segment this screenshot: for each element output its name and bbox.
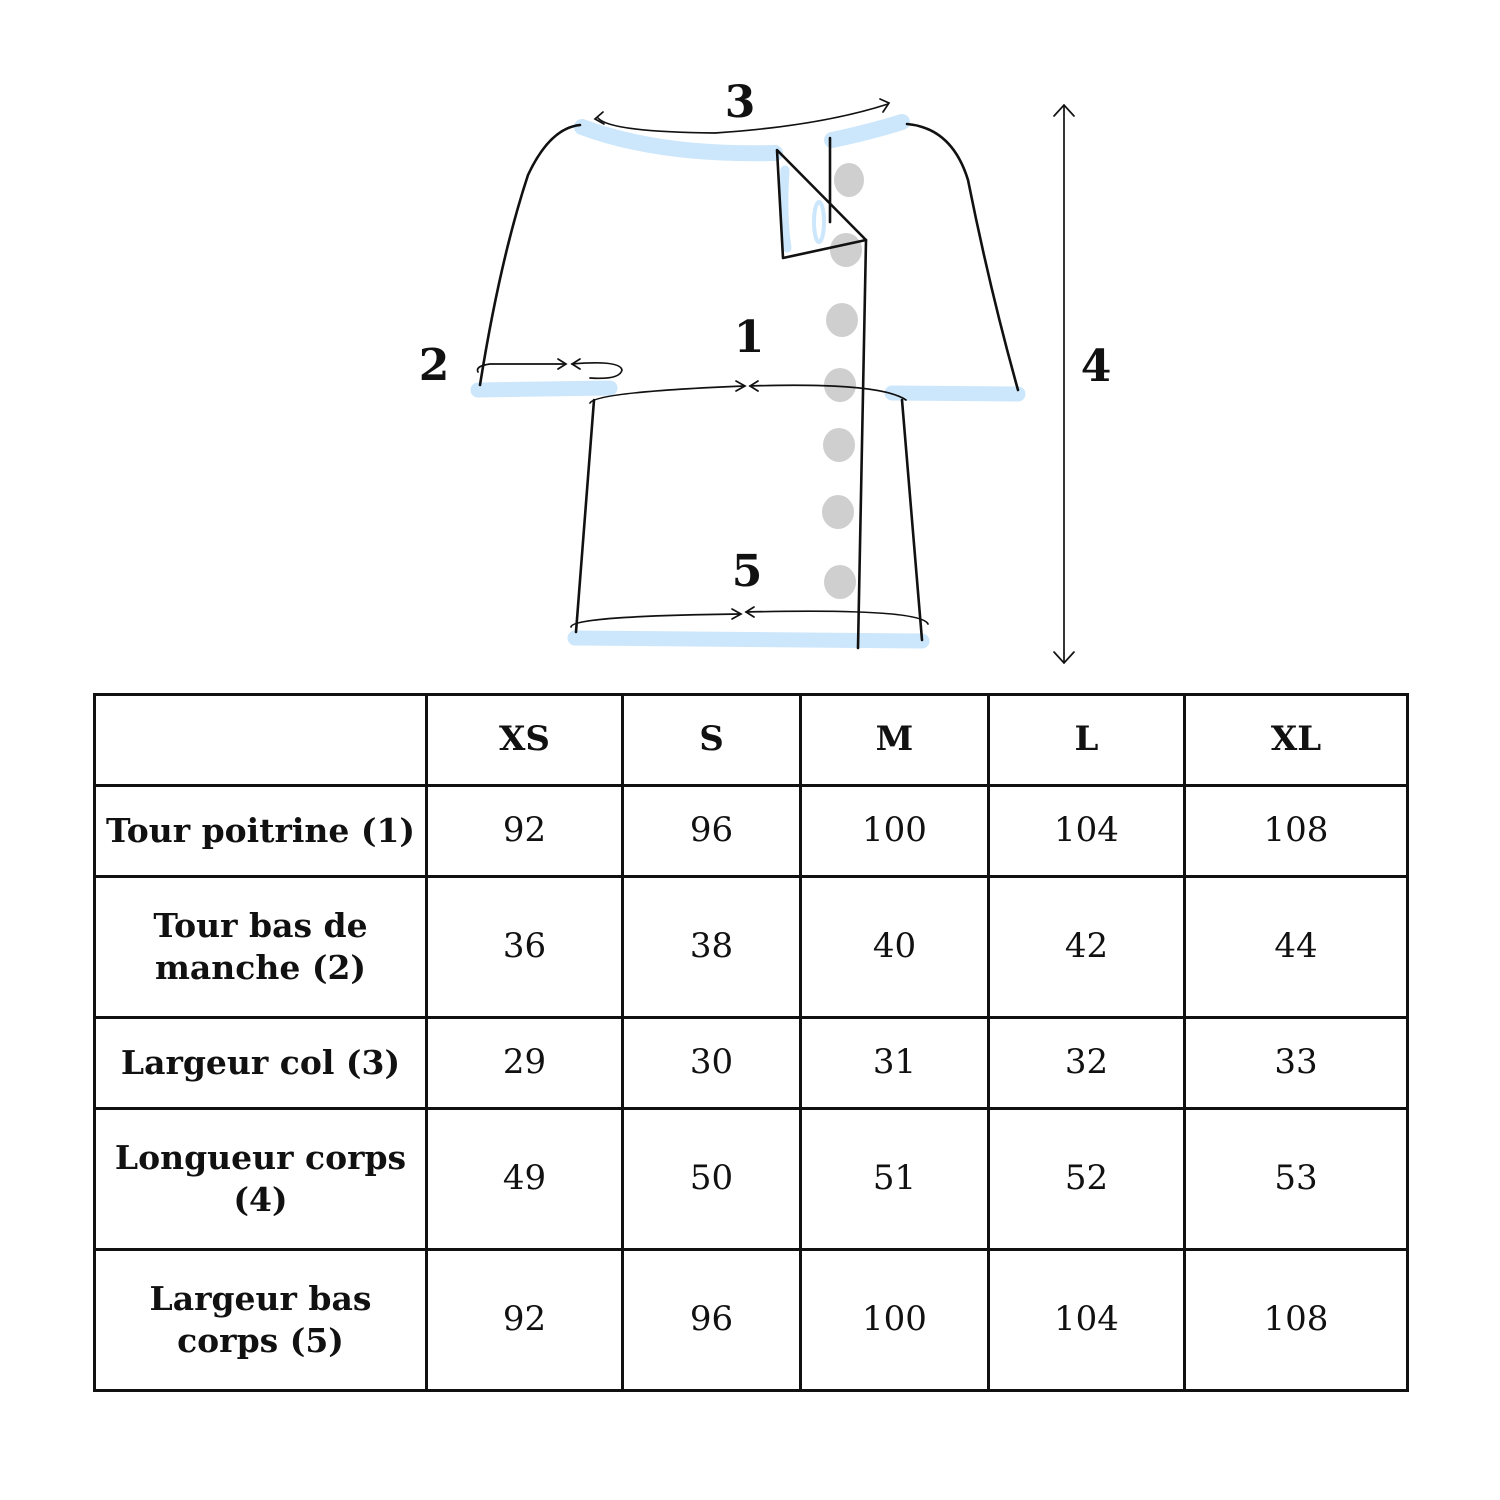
length-arrow-top-head bbox=[1053, 103, 1075, 117]
table-cell: 40 bbox=[799, 875, 990, 1019]
table-cell: 36 bbox=[425, 875, 624, 1019]
callout-chest: 1 bbox=[734, 312, 765, 363]
table-cell: 32 bbox=[987, 1016, 1186, 1110]
collar-flap bbox=[775, 148, 868, 260]
front-placket-edge bbox=[856, 238, 868, 650]
table-cell: 108 bbox=[1183, 1248, 1409, 1392]
callout-hem: 5 bbox=[732, 546, 763, 597]
hem-arrow-left-head bbox=[731, 608, 743, 620]
table-row: Tour poitrine (1) 92 96 100 104 108 bbox=[93, 784, 1409, 878]
table-cell: 44 bbox=[1183, 875, 1409, 1019]
button bbox=[824, 565, 856, 599]
table-cell: 38 bbox=[621, 875, 802, 1019]
button bbox=[823, 428, 855, 462]
table-cell: 96 bbox=[621, 784, 802, 878]
size-header-m: M bbox=[799, 693, 990, 787]
hem-arrow-right bbox=[745, 610, 929, 625]
table-cell: 104 bbox=[987, 1248, 1186, 1392]
table-cell: 92 bbox=[425, 1248, 624, 1392]
size-header-l: L bbox=[987, 693, 1186, 787]
table-row: Largeur col (3) 29 30 31 32 33 bbox=[93, 1016, 1409, 1110]
table-cell: 52 bbox=[987, 1107, 1186, 1251]
table-cell: 96 bbox=[621, 1248, 802, 1392]
callout-sleeve: 2 bbox=[419, 340, 450, 391]
right-side-seam bbox=[900, 398, 924, 642]
button bbox=[824, 368, 856, 402]
neck-arrow-right-head bbox=[879, 98, 891, 113]
sleeve-arrow-head-a bbox=[557, 358, 568, 370]
button bbox=[834, 163, 864, 197]
garment-sketch: 3 1 2 4 5 bbox=[419, 77, 1112, 665]
sleeve-arrow-head-b bbox=[570, 358, 581, 370]
row-label: Tour bas de manche (2) bbox=[93, 875, 428, 1019]
table-cell: 42 bbox=[987, 875, 1186, 1019]
row-label: Largeur col (3) bbox=[93, 1016, 428, 1110]
chest-arrow-right-head bbox=[748, 380, 759, 392]
table-cell: 92 bbox=[425, 784, 624, 878]
callout-length: 4 bbox=[1081, 341, 1112, 392]
hem-trim bbox=[567, 630, 930, 649]
sleeve-cuff-right bbox=[884, 385, 1026, 402]
row-label: Tour poitrine (1) bbox=[93, 784, 428, 878]
button bbox=[830, 233, 862, 267]
size-header-xs: XS bbox=[425, 693, 624, 787]
table-cell: 30 bbox=[621, 1016, 802, 1110]
neck-arrow-left-head bbox=[593, 111, 605, 125]
neck-arrow bbox=[597, 103, 889, 134]
right-shoulder-sleeve bbox=[905, 122, 1020, 392]
table-cell: 53 bbox=[1183, 1107, 1409, 1251]
button bbox=[822, 495, 854, 529]
hem-arrow-left bbox=[570, 613, 741, 628]
callout-neck: 3 bbox=[725, 77, 756, 128]
hem-arrow-right-head bbox=[744, 606, 755, 618]
table-cell: 33 bbox=[1183, 1016, 1409, 1110]
chest-arrow-left-head bbox=[735, 380, 747, 392]
sleeve-arrow-return bbox=[571, 362, 623, 380]
measure-lines bbox=[476, 98, 1075, 665]
neck-trim-left bbox=[574, 119, 783, 162]
button bbox=[826, 303, 858, 337]
chest-arrow-left bbox=[589, 385, 745, 404]
collar-flap-trim bbox=[779, 165, 792, 253]
row-label: Longueur corps (4) bbox=[93, 1107, 428, 1251]
table-cell: 51 bbox=[799, 1107, 990, 1251]
table-cell: 49 bbox=[425, 1107, 624, 1251]
corner-cell bbox=[93, 693, 428, 787]
sleeve-cuff-left bbox=[470, 380, 618, 398]
left-shoulder-sleeve bbox=[478, 123, 582, 387]
size-header-xl: XL bbox=[1183, 693, 1409, 787]
left-side-seam bbox=[574, 398, 596, 634]
table-cell: 100 bbox=[799, 784, 990, 878]
table-cell: 104 bbox=[987, 784, 1186, 878]
buttonhole bbox=[812, 200, 826, 244]
table-row: Largeur bas corps (5) 92 96 100 104 108 bbox=[93, 1248, 1409, 1392]
row-label: Largeur bas corps (5) bbox=[93, 1248, 428, 1392]
size-header-s: S bbox=[621, 693, 802, 787]
table-cell: 31 bbox=[799, 1016, 990, 1110]
length-arrow-bottom-head bbox=[1053, 651, 1075, 665]
table-cell: 50 bbox=[621, 1107, 802, 1251]
button-group bbox=[822, 163, 864, 599]
sleeve-arrow bbox=[476, 363, 566, 373]
table-row: Tour bas de manche (2) 36 38 40 42 44 bbox=[93, 875, 1409, 1019]
chest-arrow-right bbox=[749, 384, 907, 401]
garment-outline bbox=[478, 122, 1020, 650]
table-cell: 108 bbox=[1183, 784, 1409, 878]
table-cell: 29 bbox=[425, 1016, 624, 1110]
size-chart-table: XS S M L XL Tour poitrine (1) 92 96 100 … bbox=[93, 693, 1409, 1392]
neck-trim-right bbox=[824, 114, 910, 148]
size-header-row: XS S M L XL bbox=[93, 693, 1409, 787]
table-cell: 100 bbox=[799, 1248, 990, 1392]
table-row: Longueur corps (4) 49 50 51 52 53 bbox=[93, 1107, 1409, 1251]
trim-group bbox=[470, 114, 1026, 649]
